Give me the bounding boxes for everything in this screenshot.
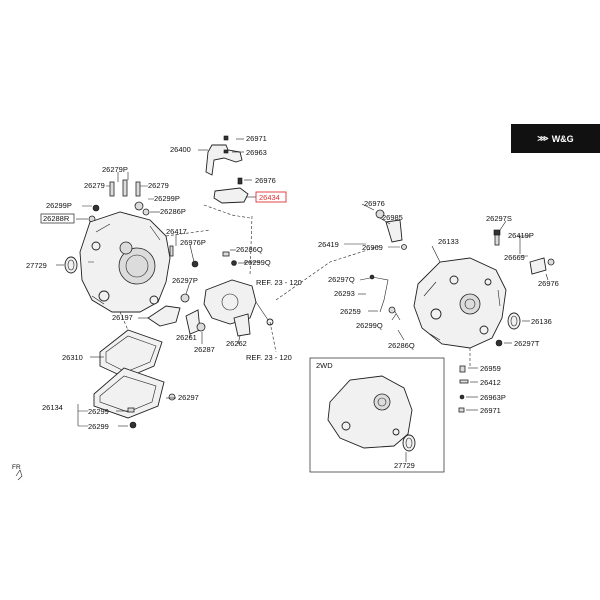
bolt-26297S — [493, 229, 501, 246]
seal-27729-right — [402, 434, 416, 452]
label-26976-right: 26976 — [538, 279, 559, 288]
label-26136: 26136 — [531, 317, 552, 326]
label-26400: 26400 — [170, 145, 191, 154]
label-26299Q: 26299Q — [244, 258, 271, 267]
label-26293: 26293 — [334, 289, 355, 298]
label-26262: 26262 — [226, 339, 247, 348]
label-26279P: 26279P — [102, 165, 128, 174]
bolt-26297T — [495, 339, 503, 347]
label-fr: FR — [12, 464, 21, 471]
small-fittings-left — [169, 245, 237, 268]
cover-26197 — [147, 293, 206, 335]
label-26419: 26419 — [318, 240, 339, 249]
sensor-26669 — [529, 257, 555, 275]
label-26971-top: 26971 — [246, 134, 267, 143]
label-26434: 26434 — [259, 193, 280, 202]
brand-name: W&G — [551, 133, 574, 144]
label-26299P-left: 26299P — [46, 201, 72, 210]
box-26288R — [40, 213, 75, 224]
label-26412: 26412 — [480, 378, 501, 387]
label-2wd: 2WD — [316, 361, 333, 370]
seal-26136 — [507, 312, 521, 330]
label-26297S: 26297S — [486, 214, 512, 223]
leader-lines — [56, 138, 549, 462]
left-transmission-case — [79, 211, 171, 313]
part-labels: 26971 26400 26963 26976 26434 26279P 262… — [12, 134, 559, 471]
label-26976-mid: 26976 — [364, 199, 385, 208]
small-parts-stack — [458, 365, 469, 413]
fittings-26976-26985 — [375, 209, 407, 250]
label-26310: 26310 — [62, 353, 83, 362]
label-26297T: 26297T — [514, 339, 540, 348]
label-26299Q-mid: 26299Q — [356, 321, 383, 330]
oil-pan-26134 — [93, 367, 176, 429]
label-26971-bottom: 26971 — [480, 406, 501, 415]
label-ref-top: REF. 23 - 120 — [256, 278, 302, 287]
front-arrow — [15, 469, 23, 481]
label-26976-top: 26976 — [255, 176, 276, 185]
label-26286Q-mid: 26286Q — [388, 341, 415, 350]
label-26969: 26969 — [362, 243, 383, 252]
label-26417: 26417 — [166, 227, 187, 236]
label-26197: 26197 — [112, 313, 133, 322]
label-26288R: 26288R — [43, 214, 70, 223]
seal-27729-left — [64, 256, 78, 274]
bolts-26279 — [88, 179, 150, 223]
label-27729-left: 27729 — [26, 261, 47, 270]
bracket-26434 — [213, 177, 249, 204]
label-26976P: 26976P — [180, 238, 206, 247]
label-26985: 26985 — [382, 213, 403, 222]
label-26297P: 26297P — [172, 276, 198, 285]
label-26299-a: 26299 — [88, 407, 109, 416]
brand-badge: ⋙ W&G — [511, 124, 600, 153]
tube-26293 — [369, 274, 401, 321]
label-26963-top: 26963 — [246, 148, 267, 157]
label-26286Q-left: 26286Q — [236, 245, 263, 254]
brand-logo-icon: ⋙ — [537, 134, 548, 143]
label-26261: 26261 — [176, 333, 197, 342]
label-26133: 26133 — [438, 237, 459, 246]
label-26259: 26259 — [340, 307, 361, 316]
highlight-box-26434 — [255, 191, 287, 203]
label-27729-right: 27729 — [394, 461, 415, 470]
label-26963P: 26963P — [480, 393, 506, 402]
label-26279-left: 26279 — [84, 181, 105, 190]
label-26287: 26287 — [194, 345, 215, 354]
pump-plate — [203, 279, 274, 337]
label-26279-right: 26279 — [148, 181, 169, 190]
label-26299P-right: 26299P — [154, 194, 180, 203]
gasket-26310 — [99, 329, 163, 379]
label-26134: 26134 — [42, 403, 63, 412]
label-ref-bottom: REF. 23 - 120 — [246, 353, 292, 362]
label-26959: 26959 — [480, 364, 501, 373]
label-26669: 26669 — [504, 253, 525, 262]
inset-2wd-frame — [309, 357, 445, 473]
bracket-26400 — [205, 135, 243, 176]
label-26297-left: 26297 — [178, 393, 199, 402]
label-26297Q: 26297Q — [328, 275, 355, 284]
label-26286P: 26286P — [160, 207, 186, 216]
reference-dashes — [119, 204, 471, 366]
label-26419P: 26419P — [508, 231, 534, 240]
right-transmission-case — [413, 257, 507, 349]
inset-2wd-case — [327, 375, 413, 449]
label-26299-b: 26299 — [88, 422, 109, 431]
